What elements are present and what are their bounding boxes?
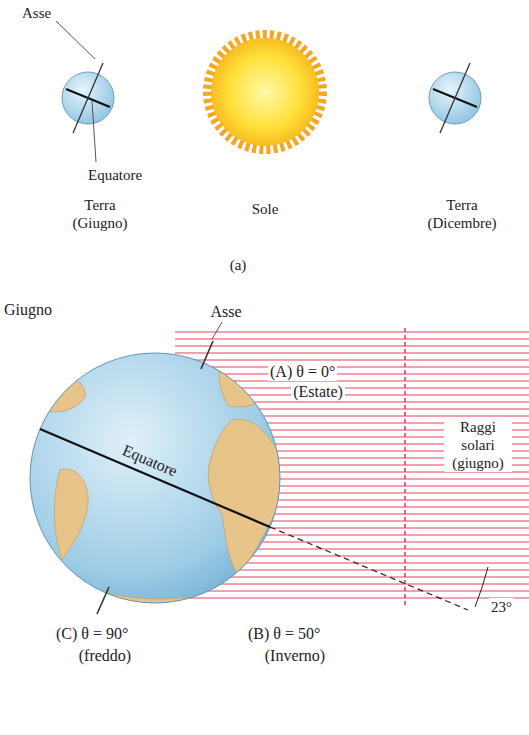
earth-label: Terra (Giugno) — [64, 196, 136, 232]
sun-label: Sole — [252, 200, 279, 218]
point-label: (B) θ = 50° — [248, 624, 320, 643]
sun — [208, 35, 322, 149]
point-label: (C) θ = 90° — [56, 624, 128, 643]
point-label: (A) θ = 0° — [268, 362, 337, 381]
equator-extension — [270, 527, 468, 610]
equator-label: Equatore — [88, 166, 142, 184]
earth-label: Terra (Dicembre) — [419, 196, 505, 232]
month-label: Giugno — [4, 300, 52, 319]
leader-line — [56, 21, 95, 59]
season-label: (Estate) — [291, 382, 345, 401]
rays-label: Raggi solari (giugno) — [444, 418, 512, 472]
angle-arc — [475, 567, 488, 607]
axis-label: Asse — [210, 302, 241, 321]
leader-line — [92, 101, 96, 162]
season-label: (Inverno) — [265, 646, 325, 665]
panel-label: (a) — [230, 256, 247, 274]
earth-june-large — [30, 341, 282, 640]
earth-june-small — [62, 63, 114, 133]
angle-label: 23° — [489, 598, 514, 616]
axis-label: Asse — [22, 4, 51, 22]
ray-front-line — [404, 328, 405, 608]
leader-line — [212, 322, 222, 339]
season-label: (freddo) — [79, 646, 131, 665]
earth-december-small — [429, 63, 481, 133]
